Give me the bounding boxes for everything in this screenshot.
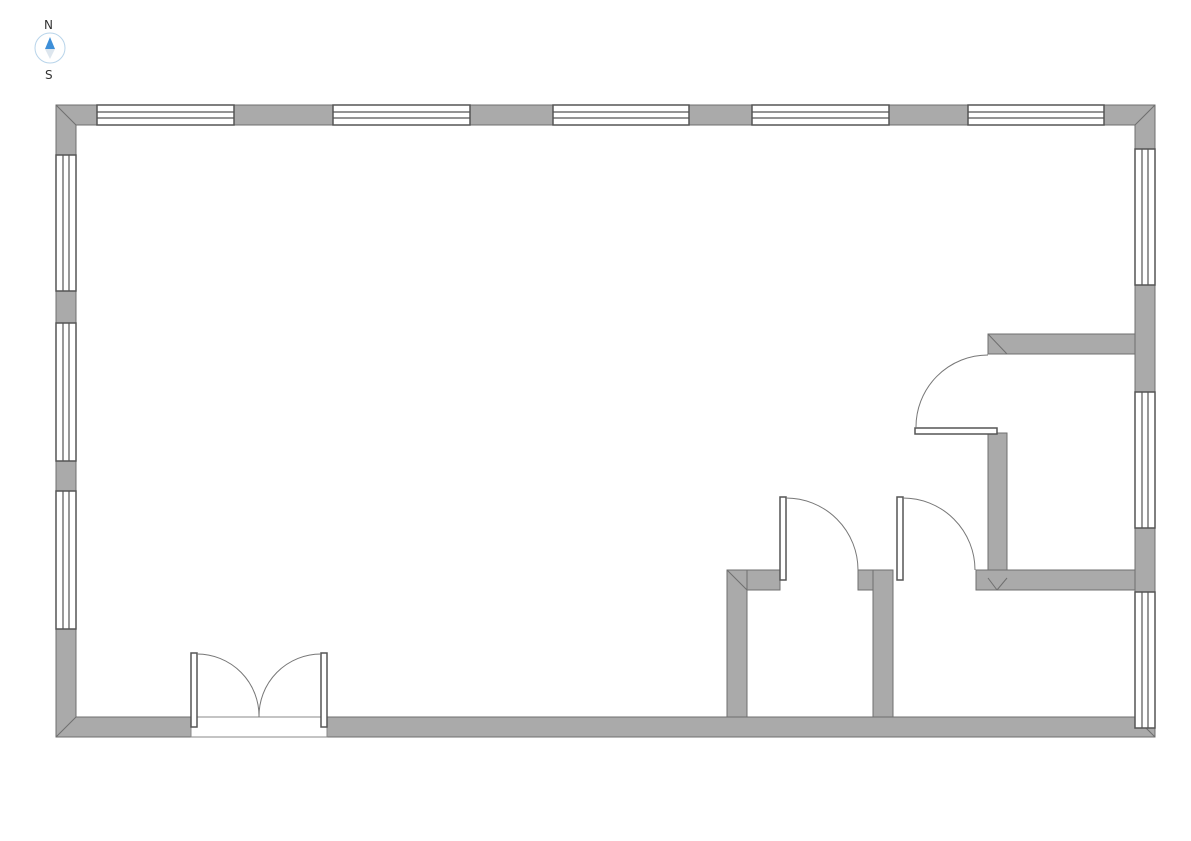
door-left-room [779,496,859,581]
window [96,104,235,126]
interior-walls [726,333,1136,718]
window [751,104,890,126]
window [55,490,77,630]
door-right-room [896,496,976,581]
door-upper-room [914,354,998,435]
window [1134,591,1156,729]
windows [55,104,1156,729]
exterior-walls [55,104,1156,738]
window [967,104,1105,126]
compass: N S [34,18,66,82]
window [552,104,690,126]
compass-south-label: S [45,68,53,82]
compass-south-arrow-icon [45,49,55,59]
entrance-double-door [190,652,328,738]
window [55,154,77,292]
doors [190,354,998,738]
window [332,104,471,126]
compass-north-arrow-icon [45,37,55,49]
window [1134,391,1156,529]
window [55,322,77,462]
window [1134,148,1156,286]
compass-north-label: N [44,18,53,32]
